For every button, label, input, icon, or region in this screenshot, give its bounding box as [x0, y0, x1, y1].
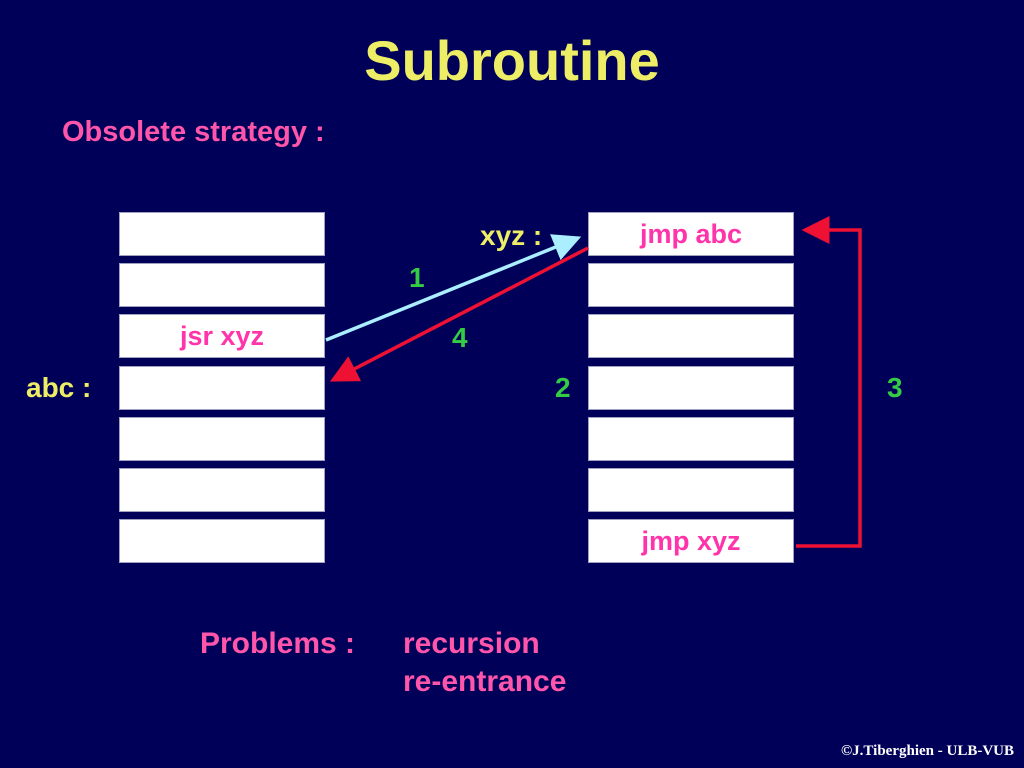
right-memory-cell-4	[588, 417, 794, 461]
step-1: 1	[409, 262, 425, 293]
left-memory-cell-6	[119, 519, 325, 563]
slide-title: Subroutine	[364, 29, 660, 92]
label-abc: abc :	[26, 372, 92, 403]
problem-reentrance: re-entrance	[403, 665, 567, 698]
arrow-return	[329, 246, 589, 382]
subtitle: Obsolete strategy :	[62, 116, 325, 148]
right-memory-cell-jmp-xyz: jmp xyz	[588, 519, 794, 563]
step-2: 2	[555, 372, 571, 403]
label-xyz: xyz :	[480, 220, 543, 251]
right-memory-cell-2	[588, 314, 794, 358]
copyright: ©J.Tiberghien - ULB-VUB	[840, 743, 1014, 759]
problems-label: Problems :	[200, 627, 356, 660]
left-memory-cell-0	[119, 212, 325, 256]
left-memory-cell-4	[119, 417, 325, 461]
arrow-call	[325, 234, 582, 342]
problem-recursion: recursion	[403, 627, 540, 660]
left-memory-cell-1	[119, 263, 325, 307]
right-memory-cell-5	[588, 468, 794, 512]
arrow-loop	[796, 216, 862, 548]
right-memory-cell-3	[588, 366, 794, 410]
left-memory-cell-jsr: jsr xyz	[119, 314, 325, 358]
left-memory-cell-abc	[119, 366, 325, 410]
right-memory-cell-xyz: jmp abc	[588, 212, 794, 256]
step-4: 4	[452, 322, 468, 353]
left-memory-cell-5	[119, 468, 325, 512]
step-3: 3	[887, 372, 903, 403]
right-memory-cell-1	[588, 263, 794, 307]
